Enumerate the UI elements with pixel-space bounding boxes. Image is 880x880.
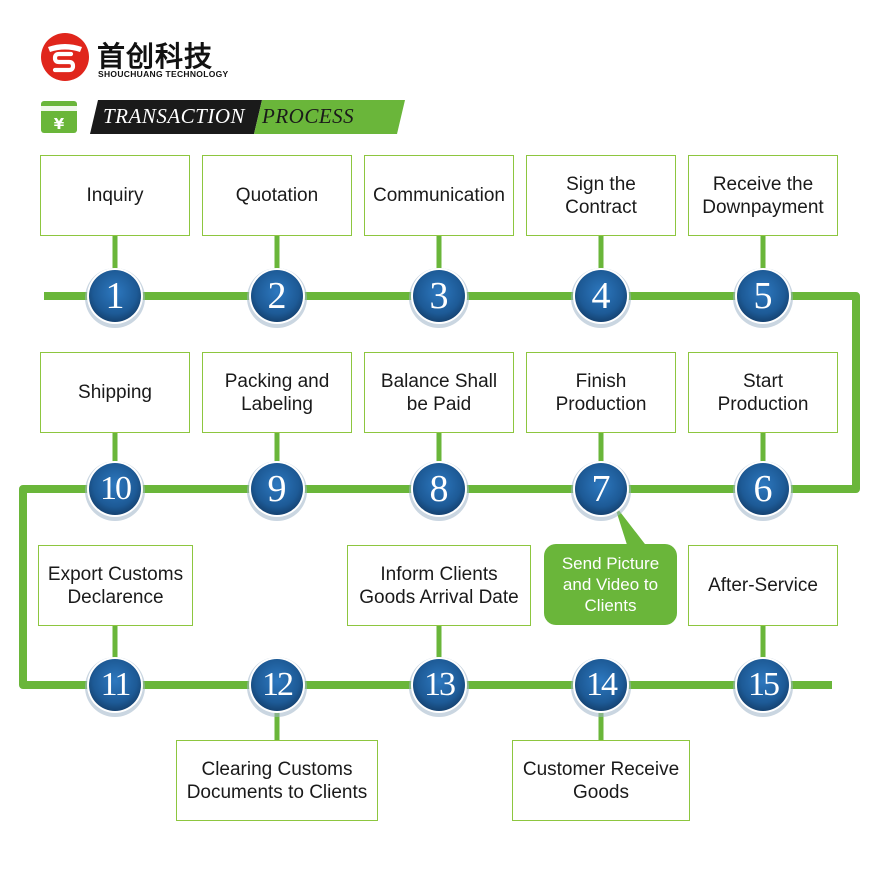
- step-label: Communication: [373, 185, 505, 206]
- callout-pointer: [614, 504, 648, 548]
- step-number-10: 10: [100, 470, 132, 507]
- step-label: Packing and Labeling: [224, 370, 330, 415]
- sc-logo-icon: [41, 33, 89, 81]
- step-number-8: 8: [429, 468, 449, 510]
- step-box-3: Communication: [364, 155, 514, 236]
- section-header: ¥ TRANSACTION PROCESS: [40, 100, 405, 134]
- step-label: Sign the Contract: [565, 173, 637, 218]
- step-circle-8: [413, 463, 465, 515]
- step-box-10: Shipping: [40, 352, 190, 433]
- step-label: Quotation: [235, 185, 319, 206]
- step-number-5: 5: [753, 275, 773, 317]
- step-circle-9: [251, 463, 303, 515]
- step-circle-11: [89, 659, 141, 711]
- step-label: Customer Receive Goods: [522, 758, 680, 803]
- step-circle-7: [575, 463, 627, 515]
- step-box-6: Start Production: [688, 352, 838, 433]
- step-label: Inquiry: [86, 185, 144, 206]
- logo-name-cn: 首创科技: [97, 40, 214, 73]
- step-box-8: Balance Shall be Paid: [364, 352, 514, 433]
- step-number-11: 11: [100, 666, 132, 703]
- step-box-11: Export Customs Declarence: [38, 545, 193, 626]
- step-label: Start Production: [717, 370, 809, 415]
- yuan-icon: ¥: [41, 101, 77, 133]
- step-circle-3: [413, 270, 465, 322]
- step-number-15: 15: [748, 666, 780, 703]
- step-box-12: Clearing Customs Documents to Clients: [176, 740, 378, 821]
- step-circle-4: [575, 270, 627, 322]
- step-box-2: Quotation: [202, 155, 352, 236]
- step-number-12: 12: [262, 666, 294, 703]
- header-title-process: PROCESS: [262, 104, 355, 128]
- header-banner: [90, 100, 405, 134]
- step-number-14: 14: [586, 666, 618, 703]
- step-box-4: Sign the Contract: [526, 155, 676, 236]
- step-box-5: Receive the Downpayment: [688, 155, 838, 236]
- step-box-1: Inquiry: [40, 155, 190, 236]
- step-circle-10: [89, 463, 141, 515]
- callout-label: Send Picture and Video to Clients: [561, 554, 660, 615]
- step-number-6: 6: [753, 468, 773, 510]
- step-box-14: Customer Receive Goods: [512, 740, 690, 821]
- step-circle-15: [737, 659, 789, 711]
- step-label: Finish Production: [555, 370, 647, 415]
- step-number-9: 9: [267, 468, 287, 510]
- step-number-7: 7: [591, 468, 611, 510]
- step-label: Balance Shall be Paid: [380, 370, 498, 415]
- step-circle-6: [737, 463, 789, 515]
- step-circle-5: [737, 270, 789, 322]
- callout-send-picture: Send Picture and Video to Clients: [544, 544, 677, 625]
- step-circle-2: [251, 270, 303, 322]
- step-box-7: Finish Production: [526, 352, 676, 433]
- step-number-3: 3: [429, 275, 449, 317]
- step-label: Shipping: [78, 382, 152, 403]
- step-label: Receive the Downpayment: [702, 173, 824, 218]
- step-circle-12: [251, 659, 303, 711]
- header-title-transaction: TRANSACTION: [103, 104, 246, 128]
- step-label: Clearing Customs Documents to Clients: [186, 758, 368, 803]
- step-label: Export Customs Declarence: [47, 563, 184, 608]
- step-number-13: 13: [424, 666, 456, 703]
- step-box-13: Inform Clients Goods Arrival Date: [347, 545, 531, 626]
- step-label: Inform Clients Goods Arrival Date: [359, 563, 519, 608]
- logo-name-en: SHOUCHUANG TECHNOLOGY: [98, 69, 229, 79]
- step-number-4: 4: [591, 275, 611, 317]
- step-box-15: After-Service: [688, 545, 838, 626]
- step-label: After-Service: [708, 575, 818, 596]
- step-box-9: Packing and Labeling: [202, 352, 352, 433]
- step-circle-13: [413, 659, 465, 711]
- step-number-2: 2: [267, 275, 287, 317]
- svg-text:¥: ¥: [54, 115, 65, 133]
- step-circle-1: [89, 270, 141, 322]
- step-number-1: 1: [105, 275, 125, 317]
- step-circle-14: [575, 659, 627, 711]
- company-logo: 首创科技 SHOUCHUANG TECHNOLOGY: [40, 32, 270, 82]
